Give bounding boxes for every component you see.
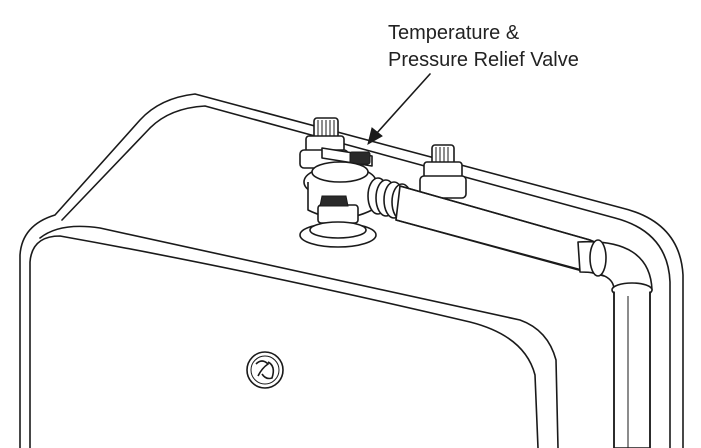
- ge-monogram-logo: [246, 351, 284, 389]
- tpr-valve-callout-label: Temperature & Pressure Relief Valve: [388, 20, 579, 74]
- cold-inlet-fitting: [299, 117, 349, 169]
- hot-outlet-fitting: [419, 144, 467, 199]
- callout-arrow: [367, 73, 431, 146]
- callout-line-2: Pressure Relief Valve: [388, 49, 579, 71]
- tpr-valve: [299, 147, 413, 248]
- callout-line-1: Temperature &: [388, 22, 520, 44]
- discharge-pipe: [395, 185, 653, 448]
